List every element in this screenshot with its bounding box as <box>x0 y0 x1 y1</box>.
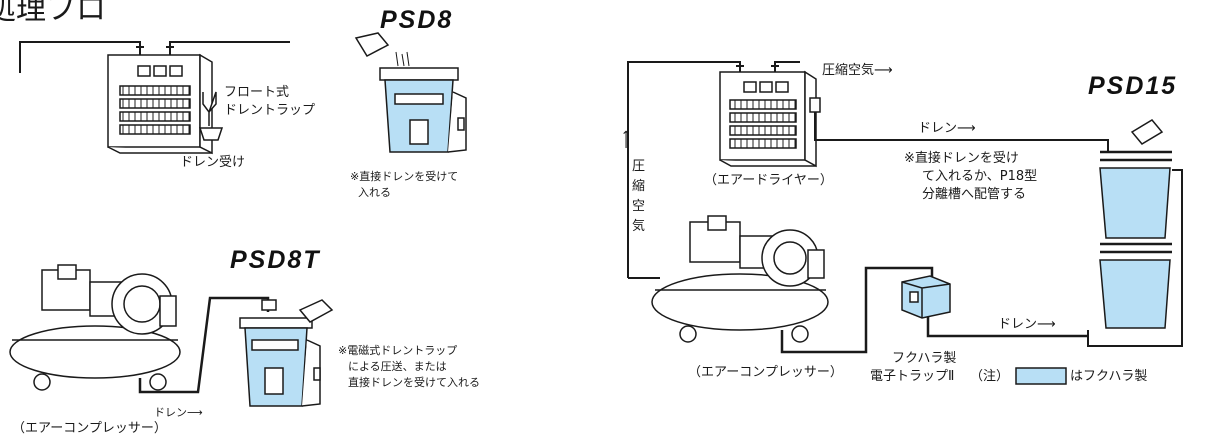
psd15-note-3: 分離槽へ配管する <box>922 187 1027 202</box>
right-drain-label-top: ドレン⟶ <box>918 121 976 136</box>
psd8t-note-2: による圧送、または <box>348 360 447 373</box>
vertical-air-arrow: ⟵ <box>618 130 633 149</box>
electronic-trap-ii <box>901 275 951 319</box>
float-trap-label-2: ドレントラップ <box>224 103 316 118</box>
psd8t-tank <box>239 299 334 407</box>
vertical-air-char-3: 空 <box>632 199 646 214</box>
model-psd15: PSD15 <box>1088 72 1178 100</box>
psd8t-note-3: 直接ドレンを受けて入れる <box>348 376 480 389</box>
float-drain-trap <box>198 91 224 141</box>
float-trap-label-1: フロート式 <box>224 85 290 100</box>
model-psd8: PSD8 <box>380 6 454 34</box>
trap-label-1: フクハラ製 <box>892 351 957 366</box>
right-air-dryer <box>719 70 821 168</box>
psd8t-note-1: ※電磁式ドレントラップ <box>338 344 458 357</box>
left-top-piping <box>19 41 290 73</box>
legend-prefix: （注） <box>970 369 1010 384</box>
psd15-tank-stack <box>1087 119 1183 347</box>
left-air-dryer <box>107 53 213 155</box>
vertical-air-char-2: 縮 <box>632 179 646 194</box>
right-drain-label-bottom: ドレン⟶ <box>998 317 1056 332</box>
compressed-air-label: 圧縮空気⟶ <box>822 63 893 78</box>
left-compressor <box>9 264 181 391</box>
legend-swatch <box>1015 367 1067 385</box>
right-compressor-label: （エアーコンプレッサー） <box>688 365 843 380</box>
right-dryer-label: （エアードライヤー） <box>704 173 833 188</box>
right-drain-piping <box>814 112 1109 152</box>
vertical-air-char-4: 気 <box>632 219 646 234</box>
psd15-note-2: て入れるか、P18型 <box>922 169 1038 184</box>
section-title: 処理フロ <box>0 0 106 27</box>
left-drain-label: ドレン⟶ <box>154 406 203 419</box>
model-psd8t: PSD8T <box>230 246 321 274</box>
left-compressor-label: （エアーコンプレッサー） <box>12 421 167 436</box>
right-compressor <box>651 215 829 343</box>
legend-suffix: はフクハラ製 <box>1070 369 1148 384</box>
vertical-air-char-1: 圧 <box>632 159 646 174</box>
psd8-note-1: ※直接ドレンを受けて <box>350 170 459 183</box>
psd15-note-1: ※直接ドレンを受け <box>904 151 1019 166</box>
drain-receiver-label: ドレン受け <box>180 155 246 170</box>
right-air-piping <box>627 61 800 279</box>
psd8-note-2: 入れる <box>358 186 391 199</box>
right-bottom-piping <box>780 266 1088 354</box>
trap-label-2: 電子トラップⅡ <box>870 369 955 384</box>
psd8-tank <box>354 32 467 153</box>
